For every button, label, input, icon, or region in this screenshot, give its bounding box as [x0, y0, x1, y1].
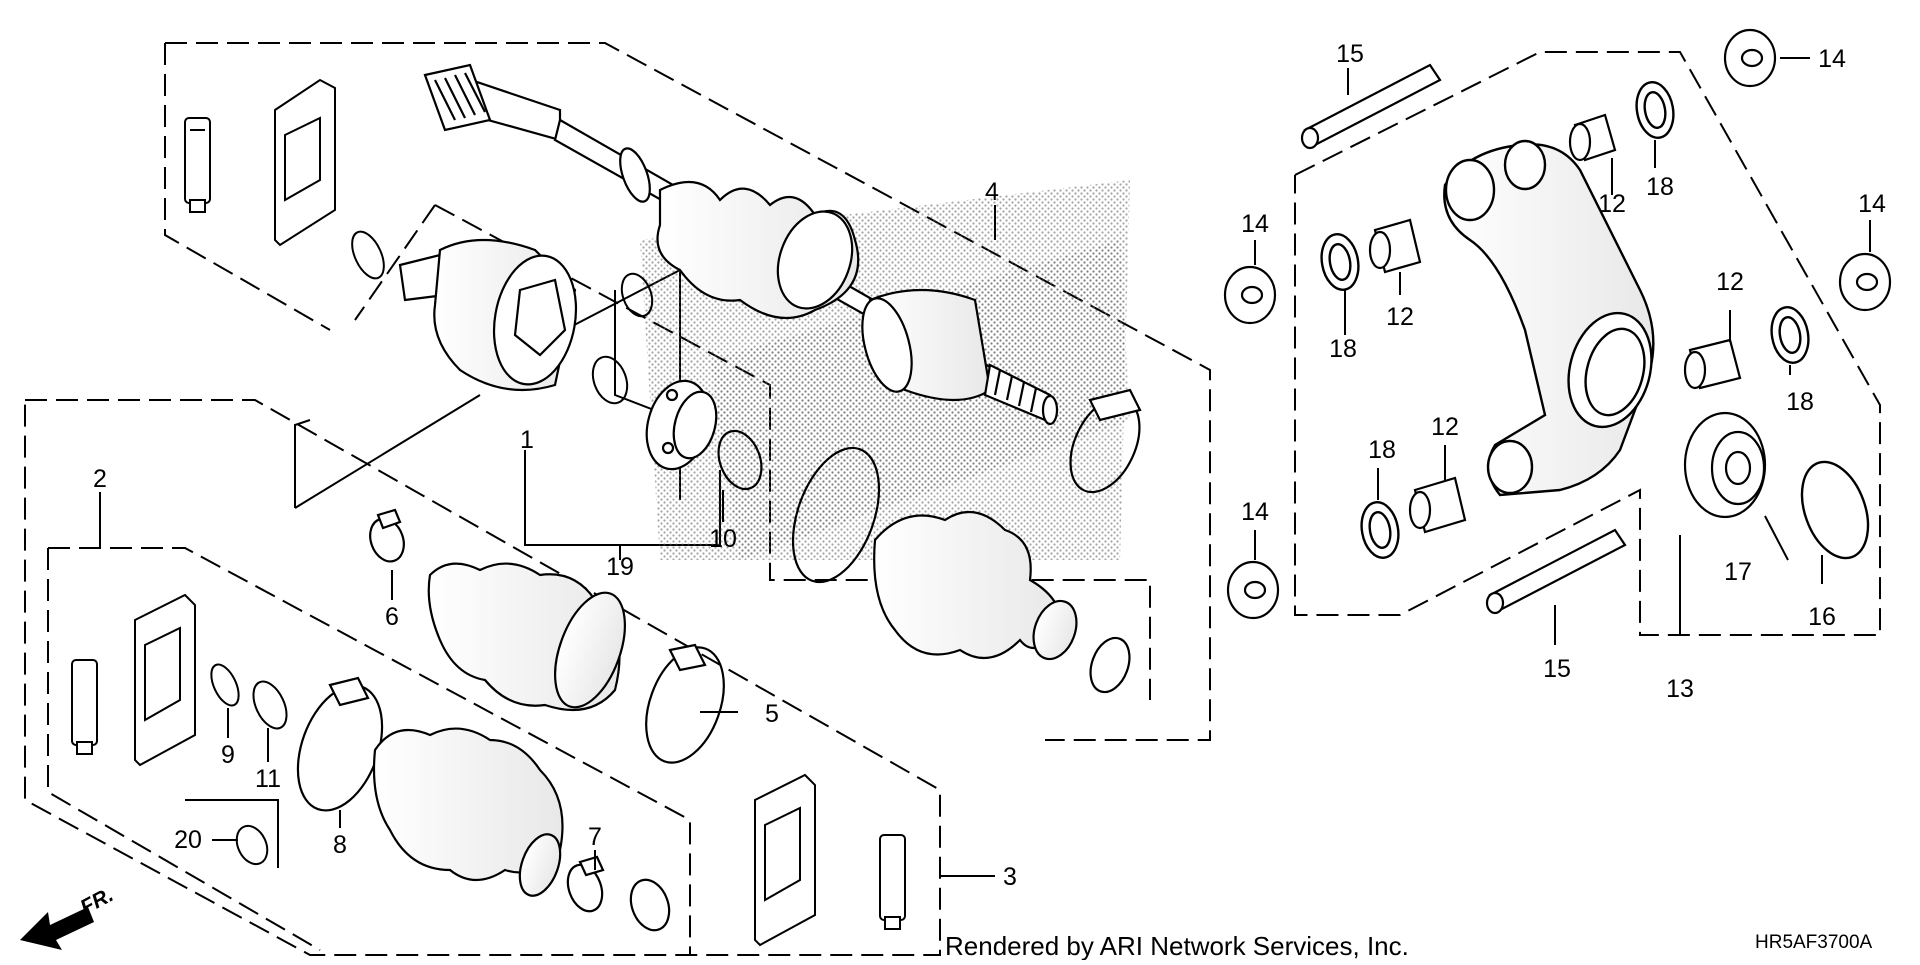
callout-14c: 14 [1858, 190, 1886, 218]
callout-12b: 12 [1386, 303, 1414, 331]
callout-7: 7 [588, 823, 602, 851]
callout-12c: 12 [1716, 268, 1744, 296]
pivot-pipes-15 [1300, 63, 1627, 615]
credit-text: Rendered by ARI Network Services, Inc. [945, 931, 1409, 960]
callout-9: 9 [221, 741, 235, 769]
group-outline-2 [24, 399, 941, 956]
grease-tube-lower-right [879, 834, 906, 930]
callout-20: 20 [174, 826, 202, 854]
grease-tube-upper [184, 117, 211, 213]
trailing-arm [1443, 139, 1655, 497]
callout-numbers: 1 2 3 4 5 6 7 8 9 10 11 12 12 12 12 13 1… [93, 40, 1886, 891]
snap-ring-10 [717, 429, 763, 491]
callout-12d: 12 [1431, 413, 1459, 441]
snap-ring-20 [235, 824, 269, 866]
boot-clamp-7 [566, 855, 605, 913]
callout-18c: 18 [1786, 388, 1814, 416]
group-outline-3 [47, 547, 691, 955]
callout-11: 11 [255, 765, 281, 793]
group-outline-13 [1294, 51, 1881, 636]
circlip-16 [1800, 460, 1870, 560]
bearing-17 [1683, 411, 1767, 519]
callout-4: 4 [985, 178, 999, 206]
grease-tube-lower-left [71, 659, 98, 755]
grease-pouch-upper [274, 78, 336, 247]
callout-10: 10 [709, 525, 737, 553]
spline-left [423, 63, 492, 132]
boot-lower-upper [427, 562, 626, 712]
seals-18 [1320, 81, 1810, 559]
front-direction-arrow: FR. [20, 883, 117, 950]
callout-8: 8 [333, 831, 347, 859]
snap-rings-9-11 [210, 663, 288, 730]
caps-14 [1223, 28, 1892, 620]
callout-14b: 14 [1241, 210, 1269, 238]
band-clamp-5 [645, 643, 725, 764]
callout-12a: 12 [1598, 190, 1626, 218]
callout-6: 6 [385, 603, 399, 631]
spline-right [983, 363, 1059, 426]
callout-1: 1 [520, 426, 534, 454]
callout-16: 16 [1808, 603, 1836, 631]
collars-12 [1368, 113, 1742, 534]
leader-lines [99, 57, 1871, 877]
group-outline-4 [164, 42, 1211, 741]
snap-ring-lower [629, 878, 671, 932]
snap-rings-joint [591, 272, 654, 405]
half-shaft-assembly [423, 63, 1142, 560]
callout-14a: 14 [1818, 45, 1846, 73]
grease-pouch-lower-left [134, 593, 196, 767]
callout-5: 5 [765, 700, 779, 728]
grease-pouch-lower-right [754, 773, 816, 947]
bearing-cage [645, 379, 718, 471]
boot-lower-lower [372, 727, 564, 897]
inner-cv-joint [398, 238, 578, 392]
circlip-upper [351, 230, 385, 280]
callout-14d: 14 [1241, 498, 1269, 526]
callout-18a: 18 [1646, 173, 1674, 201]
callout-15a: 15 [1336, 40, 1364, 68]
boot-clamp-6 [369, 508, 405, 563]
arrow-left-icon [20, 907, 94, 950]
drawing-code: HR5AF3700A [1755, 932, 1873, 953]
callout-13: 13 [1666, 675, 1694, 703]
callout-17: 17 [1724, 558, 1752, 586]
callout-15b: 15 [1543, 655, 1571, 683]
boot-inner-right [791, 446, 1131, 694]
callout-18d: 18 [1368, 436, 1396, 464]
band-clamp-8 [296, 676, 384, 812]
callout-18b: 18 [1329, 335, 1357, 363]
callout-2: 2 [93, 465, 107, 493]
callout-19: 19 [606, 553, 634, 581]
callout-3: 3 [1003, 863, 1017, 891]
